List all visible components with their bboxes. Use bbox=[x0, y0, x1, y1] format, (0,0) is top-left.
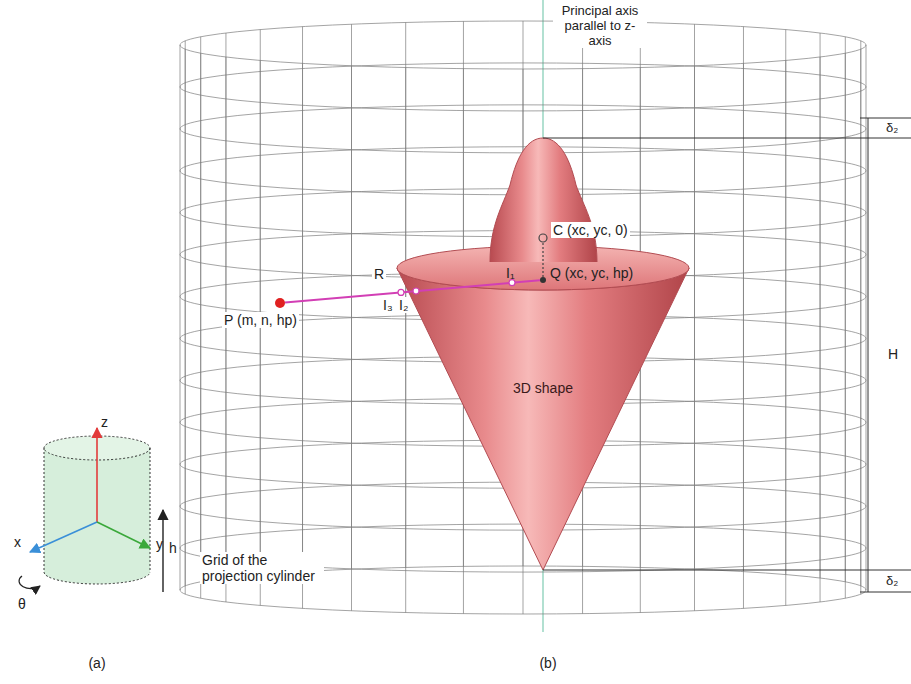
dome-surface bbox=[490, 138, 597, 262]
cylinder-grid-meridian bbox=[180, 21, 866, 614]
projection-ray bbox=[285, 280, 540, 302]
dimension-label: H bbox=[888, 346, 898, 362]
axis-label: z bbox=[101, 414, 108, 430]
panel-label: (a) bbox=[88, 655, 105, 671]
grid-point bbox=[275, 298, 285, 308]
shape-3d-outline bbox=[395, 132, 693, 575]
axis-label: x bbox=[14, 534, 21, 550]
panel-label: (b) bbox=[539, 655, 556, 671]
centroid-point bbox=[539, 234, 547, 242]
intersection-point bbox=[398, 289, 404, 295]
point-label: C (xc, yc, 0) bbox=[551, 222, 630, 238]
z-axis-arrow bbox=[96, 428, 98, 522]
shape-3d: 3D shape bbox=[395, 132, 693, 575]
dimension-label: δ₂ bbox=[886, 573, 898, 589]
dimension-tick bbox=[860, 118, 911, 119]
small-cylinder-side bbox=[44, 448, 45, 572]
dimension-label: δ₂ bbox=[886, 120, 898, 136]
point-label: I₁ bbox=[506, 265, 515, 281]
dimension-tick bbox=[860, 592, 911, 593]
small-cylinder-bottom bbox=[44, 572, 150, 584]
axis-label: h bbox=[169, 540, 177, 556]
point-label: I₂ bbox=[397, 297, 410, 313]
dimension-tick bbox=[543, 570, 911, 571]
axis-label: θ bbox=[18, 596, 26, 612]
cone-surface bbox=[397, 268, 689, 570]
axis-note: Principal axis parallel to z-axis bbox=[553, 3, 647, 48]
rotation-arrow bbox=[19, 576, 40, 589]
point-label: Q (xc, yc, hp) bbox=[550, 265, 633, 281]
cylinder-grid-ring bbox=[180, 21, 866, 614]
point-label: I₃ bbox=[381, 297, 395, 313]
axis-label: y bbox=[156, 536, 163, 552]
x-axis-arrow bbox=[30, 522, 97, 552]
point-label: P (m, n, hp) bbox=[222, 312, 299, 328]
dome-outline bbox=[490, 138, 597, 262]
dimension-tick bbox=[543, 138, 911, 139]
y-axis-arrow bbox=[97, 522, 150, 548]
node-text: 3D shape bbox=[513, 380, 573, 396]
intersection-point bbox=[413, 288, 419, 294]
small-cylinder-side bbox=[150, 448, 151, 572]
point-label: R bbox=[372, 266, 386, 282]
center-point bbox=[540, 277, 546, 283]
node-text: Grid of the projection cylinder bbox=[200, 552, 324, 584]
dimension-line bbox=[868, 118, 869, 592]
axis-segment bbox=[542, 243, 543, 277]
